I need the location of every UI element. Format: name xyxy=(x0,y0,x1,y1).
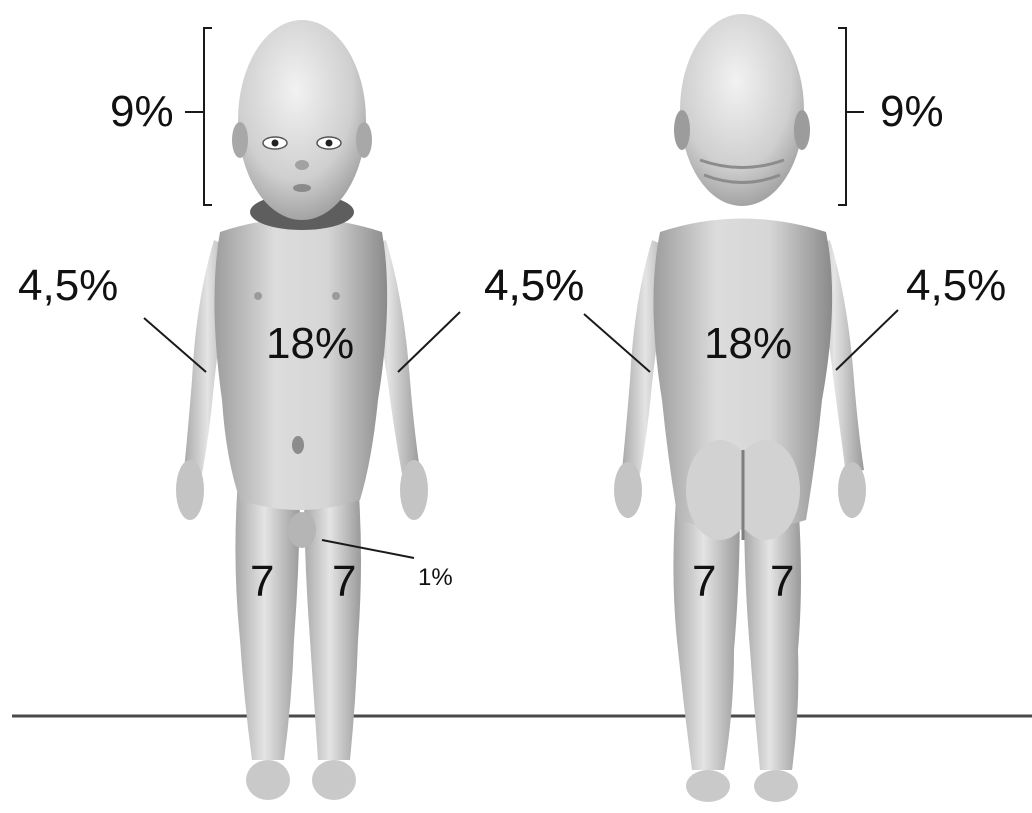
front-right-foot xyxy=(246,760,290,800)
back-left-hand xyxy=(838,462,866,518)
front-left-leg-value: 7 xyxy=(332,560,356,604)
back-left-leg-value: 7 xyxy=(770,560,794,604)
front-nipple-right xyxy=(254,292,262,300)
front-head-bracket xyxy=(204,28,212,205)
back-right-ear xyxy=(674,110,690,150)
front-right-arm-percent: 4,5% xyxy=(18,264,118,308)
front-genitals xyxy=(288,512,316,548)
back-right-arm-percent: 4,5% xyxy=(484,264,584,308)
front-right-leg-value: 7 xyxy=(250,560,274,604)
front-genitals-percent: 1% xyxy=(418,566,453,590)
front-nipple-left xyxy=(332,292,340,300)
back-left-arm-percent: 4,5% xyxy=(906,264,1006,308)
front-left-pupil xyxy=(326,140,333,147)
back-right-hand xyxy=(614,462,642,518)
front-right-hand xyxy=(176,460,204,520)
front-head-percent: 9% xyxy=(110,90,174,134)
back-head-bracket xyxy=(838,28,846,205)
front-right-ear xyxy=(232,122,248,158)
back-left-leg xyxy=(744,500,801,770)
back-trunk-percent: 18% xyxy=(704,322,792,366)
front-trunk-percent: 18% xyxy=(266,322,354,366)
front-left-ear xyxy=(356,122,372,158)
front-right-pupil xyxy=(272,140,279,147)
front-left-foot xyxy=(312,760,356,800)
back-head xyxy=(680,14,804,206)
back-right-leg xyxy=(673,500,740,770)
front-left-arm-leader xyxy=(398,312,460,372)
back-right-foot xyxy=(686,770,730,802)
back-left-ear xyxy=(794,110,810,150)
back-figure xyxy=(614,14,866,802)
front-figure xyxy=(176,20,428,800)
front-mouth xyxy=(293,184,311,192)
front-navel xyxy=(292,436,304,454)
back-head-percent: 9% xyxy=(880,90,944,134)
front-nose xyxy=(295,160,309,170)
front-left-hand xyxy=(400,460,428,520)
back-right-leg-value: 7 xyxy=(692,560,716,604)
back-left-foot xyxy=(754,770,798,802)
